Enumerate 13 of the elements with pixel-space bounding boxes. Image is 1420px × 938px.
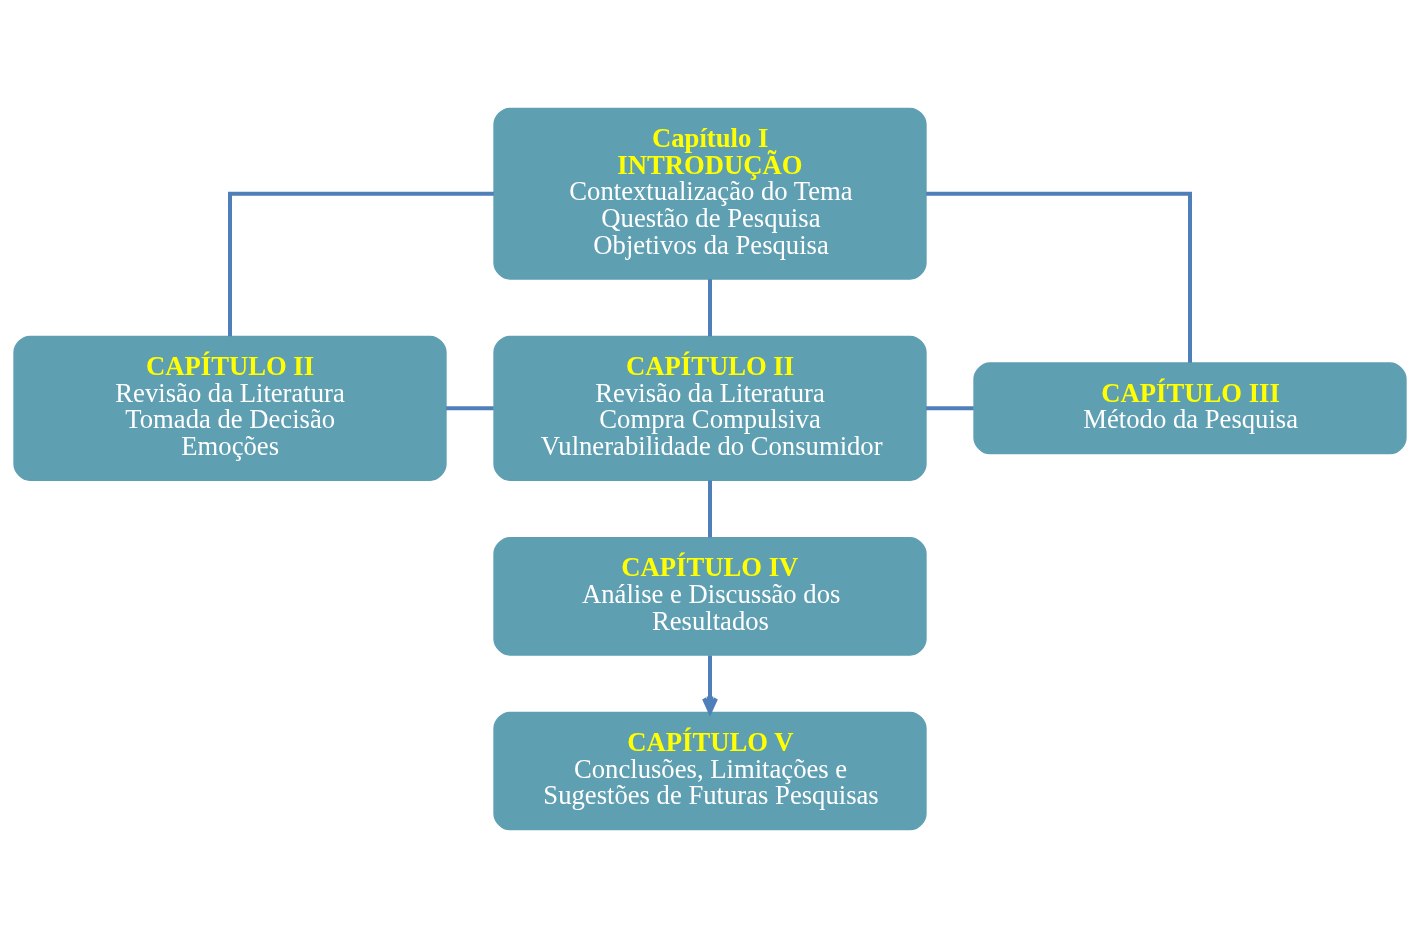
connector — [228, 191, 494, 337]
node-box: CAPÍTULO IV Análise e Discussão dos Resultados — [493, 537, 927, 656]
connector — [926, 406, 974, 411]
connector — [926, 191, 1192, 363]
node-box: Capítulo I INTRODUÇÃO Contextualização do Tema Questão de Pesquisa Objetivos da Pesquisa — [493, 107, 927, 280]
connector — [708, 480, 712, 538]
connector — [446, 406, 494, 411]
node-box: CAPÍTULO III Método da Pesquisa — [973, 362, 1407, 455]
node-box: CAPÍTULO II Revisão da Literatura Compra Compulsiva Vulnerabilidade do Consumidor — [493, 335, 927, 481]
connector — [708, 279, 712, 337]
arrow — [702, 655, 718, 714]
node-box: CAPÍTULO V Conclusões, Limitações e Sugestões de Futuras Pesquisas — [493, 711, 927, 831]
node-box: CAPÍTULO II Revisão da Literatura Tomada de Decisão Emoções — [13, 335, 447, 481]
